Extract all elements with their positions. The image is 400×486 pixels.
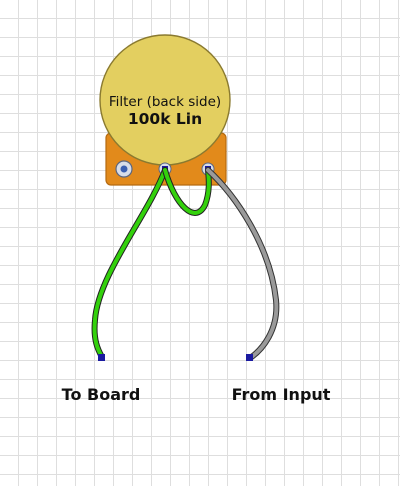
label-to-board: To Board — [62, 385, 141, 404]
wire-end-from-input — [246, 354, 253, 361]
wire-end-to-board — [98, 354, 105, 361]
wire-to-board — [91, 167, 168, 360]
wire-from-input — [205, 167, 280, 361]
pot-body: Filter (back side) 100k Lin — [99, 34, 231, 166]
mounting-hole — [115, 160, 133, 178]
pot-caption: Filter (back side) — [109, 94, 221, 110]
wire-jumper — [162, 167, 212, 216]
label-from-input: From Input — [232, 385, 331, 404]
pot-value: 100k Lin — [128, 110, 202, 128]
